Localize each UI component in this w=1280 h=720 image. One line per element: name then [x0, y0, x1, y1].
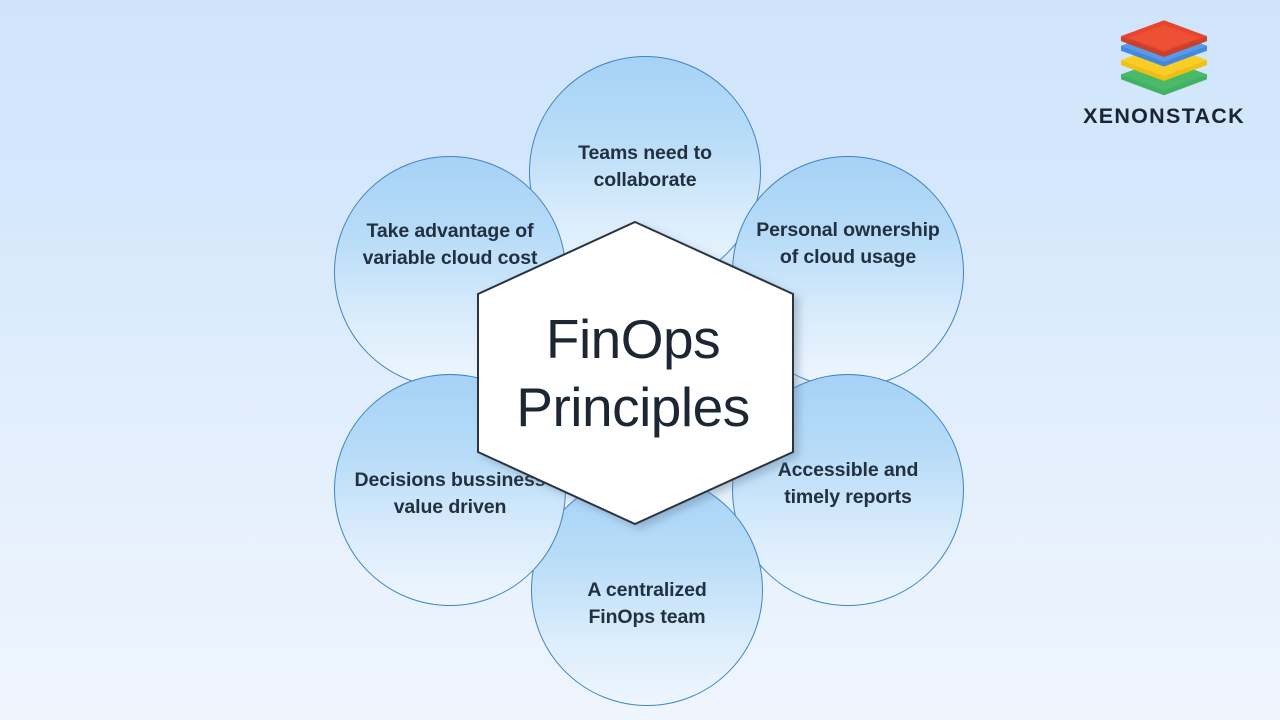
petal-label-line1: Decisions bussiness [354, 469, 546, 492]
petal-label-line1: Take advantage of [366, 220, 534, 243]
brand-logo[interactable]: XENONSTACK [1074, 14, 1254, 129]
petal-label-line1: A centralized [587, 579, 707, 602]
petal-label: Accessible and timely reports [741, 457, 956, 511]
petal-label-line2: variable cloud cost [362, 247, 538, 269]
petal-label: A centralized FinOps team [540, 577, 755, 631]
petal-label: Decisions bussiness value driven [343, 467, 558, 521]
petal-label-line1: Teams need to [578, 142, 712, 165]
petal-label-line1: Personal ownership [756, 219, 940, 242]
petal-label-line2: of cloud usage [779, 246, 917, 268]
petal-label-line2: value driven [393, 496, 507, 518]
petal-label-line2: collaborate [593, 169, 697, 191]
petal-circle-centralized-team[interactable]: A centralized FinOps team [531, 474, 763, 706]
petal-circle-business-value-driven[interactable]: Decisions bussiness value driven [334, 374, 566, 606]
brand-name: XENONSTACK [1083, 104, 1245, 128]
center-hexagon[interactable]: FinOps Principles [472, 216, 800, 536]
petal-label: Personal ownership of cloud usage [741, 217, 956, 271]
xenonstack-stack-logo-icon [1121, 20, 1207, 96]
petal-label: Teams need to collaborate [538, 140, 753, 194]
petal-label-line2: timely reports [784, 486, 912, 508]
hexagon-shape-icon [477, 220, 794, 526]
petal-label: Take advantage of variable cloud cost [343, 218, 558, 272]
petal-label-line2: FinOps team [588, 606, 706, 628]
petal-label-line1: Accessible and [777, 459, 919, 482]
